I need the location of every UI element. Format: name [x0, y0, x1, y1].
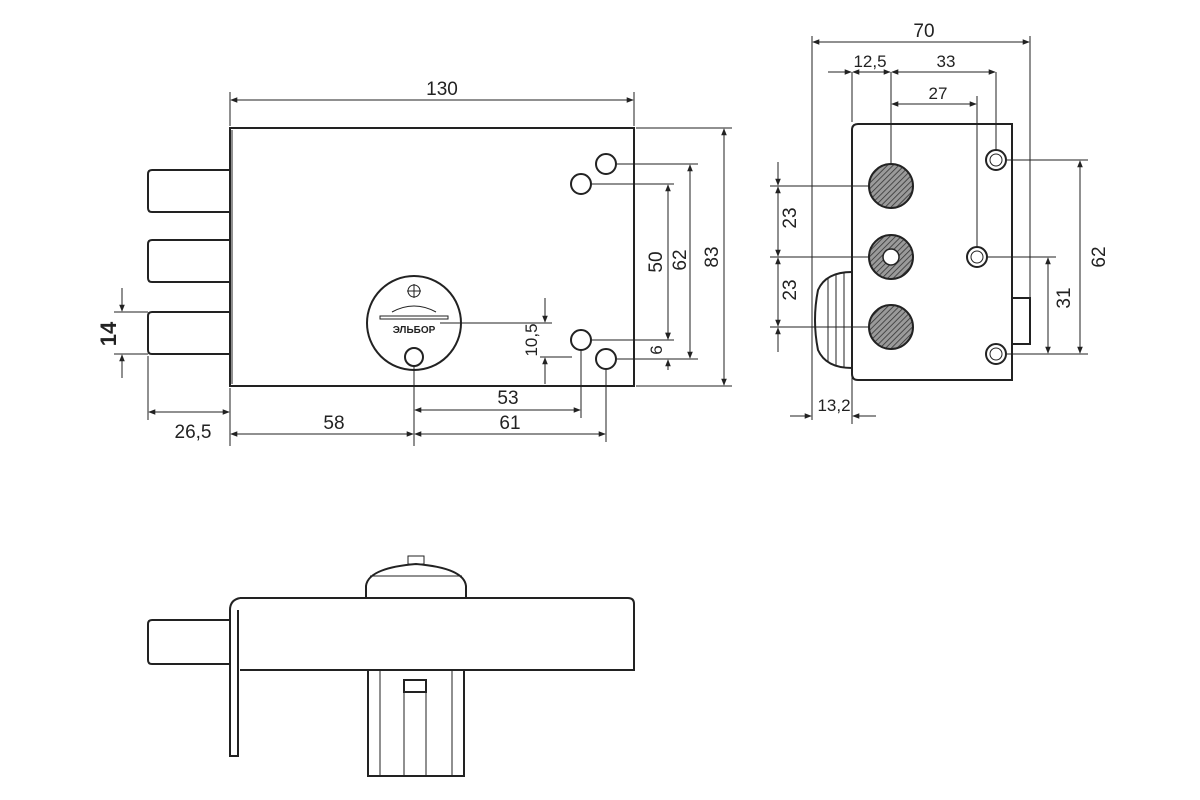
- front-view: ЭЛЬБОР 130 83 62 50 6 10,5: [96, 79, 732, 446]
- top-bolt: [147, 619, 230, 665]
- cylinder-housing: [814, 271, 853, 369]
- dim-27: 27: [929, 84, 948, 103]
- bolt-end-top: [868, 163, 914, 209]
- bolt-middle: [147, 239, 230, 283]
- top-body: [240, 597, 635, 671]
- bolts: [147, 169, 230, 355]
- bolt-end-bottom: [868, 304, 914, 350]
- lock-body: [229, 127, 635, 387]
- brand-logo: ЭЛЬБОР: [393, 325, 436, 336]
- side-hole-top: [985, 149, 1007, 171]
- dim-62-front: 62: [670, 249, 691, 270]
- side-view: 70 12,5 33 27 23 23 62 31 13,2: [770, 21, 1110, 424]
- dim-23-top: 23: [780, 207, 801, 228]
- dim-50: 50: [646, 251, 667, 272]
- dim-33: 33: [937, 52, 956, 71]
- top-view: [147, 555, 635, 777]
- dim-62-side: 62: [1089, 246, 1110, 267]
- dim-26-5: 26,5: [175, 422, 212, 443]
- cylinder-head: [365, 562, 467, 598]
- side-hole-middle: [966, 246, 988, 268]
- dim-10-5: 10,5: [522, 323, 541, 356]
- dim-31: 31: [1054, 287, 1075, 308]
- dim-58: 58: [323, 413, 344, 434]
- bolt-bottom: [147, 311, 230, 355]
- dim-130: 130: [426, 79, 458, 100]
- bolt-end-middle-center: [882, 248, 900, 266]
- hole-bottom-right: [595, 348, 617, 370]
- dim-70: 70: [913, 21, 934, 42]
- dim-13-2: 13,2: [817, 396, 850, 415]
- dim-6: 6: [647, 345, 666, 354]
- hole-top-left: [570, 173, 592, 195]
- cylinder-body: [367, 669, 465, 777]
- dim-61: 61: [499, 413, 520, 434]
- dim-14: 14: [96, 321, 121, 346]
- front-plate: [229, 597, 241, 757]
- keyhole: [404, 347, 424, 367]
- dim-12-5: 12,5: [853, 52, 886, 71]
- hole-top-right: [595, 153, 617, 175]
- dim-23-bottom: 23: [780, 279, 801, 300]
- dim-53: 53: [497, 388, 518, 409]
- side-hole-bottom: [985, 343, 1007, 365]
- dim-83: 83: [702, 246, 723, 267]
- bolt-top: [147, 169, 230, 213]
- side-plate: [1011, 297, 1031, 345]
- hole-bottom-left: [570, 329, 592, 351]
